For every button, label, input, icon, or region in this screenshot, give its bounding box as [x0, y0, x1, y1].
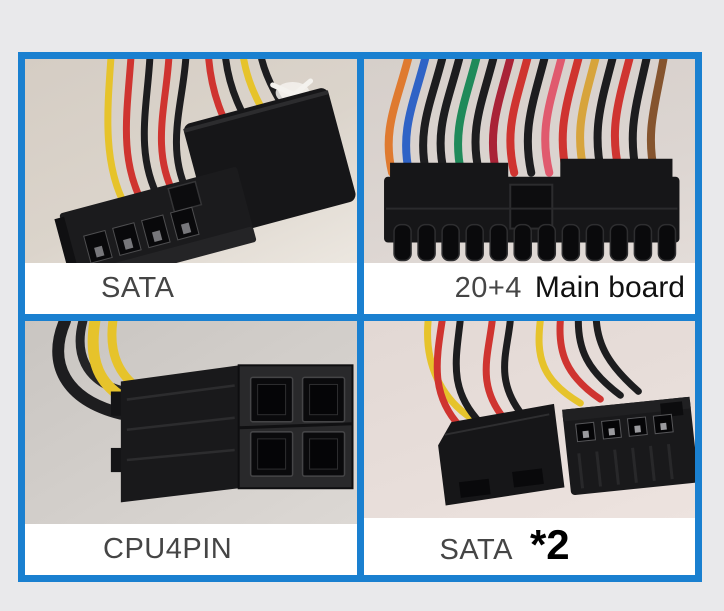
panel-label: SATA: [101, 271, 175, 304]
panel-label-suffix: Main board: [534, 271, 685, 304]
panel-label-suffix: *2: [529, 521, 570, 568]
connector-grid-frame: SATA: [18, 52, 702, 582]
sata2-pins: [574, 413, 674, 442]
sata-connector-photo: [25, 59, 357, 263]
sata2-wires: [423, 320, 642, 430]
panel-label-bar: 20+4 Main board: [363, 262, 695, 314]
cpu4pin-illustration: [52, 320, 354, 502]
panel-label: CPU4PIN: [103, 533, 233, 565]
mainboard-wires: [384, 59, 667, 177]
sata-wires: [104, 59, 303, 213]
cpu4pin-wires: [52, 320, 152, 420]
cpu4pin-connector-body: [110, 363, 354, 502]
cpu4pin-sockets: [249, 376, 346, 477]
sata2-connector-photo: [363, 320, 695, 518]
sata-pins: [83, 206, 200, 263]
mainboard-illustration: [383, 59, 679, 262]
sata2-connector-body: [561, 396, 695, 495]
panel-label-bar: SATA: [25, 262, 357, 314]
panel-sata: SATA: [25, 59, 357, 314]
molex-connector-body: [437, 403, 564, 506]
panel-sata2: SATA *2: [363, 320, 695, 575]
sata-connector-body: [54, 88, 356, 263]
panel-label-bar: CPU4PIN: [25, 524, 357, 575]
panel-label-prefix: SATA: [439, 534, 513, 566]
mainboard-connector-photo: [363, 59, 695, 263]
panel-label-prefix: 20+4: [454, 271, 522, 304]
panel-cpu4pin: CPU4PIN: [25, 320, 357, 575]
mainboard-pin-slots: [392, 223, 676, 262]
panel-label-bar: SATA *2: [363, 518, 695, 575]
sata-illustration: [54, 59, 356, 263]
panel-mainboard: 20+4 Main board: [363, 59, 695, 314]
mainboard-connector-body: [383, 158, 679, 262]
sata2-illustration: [423, 320, 695, 506]
cpu4pin-connector-photo: [25, 320, 357, 524]
